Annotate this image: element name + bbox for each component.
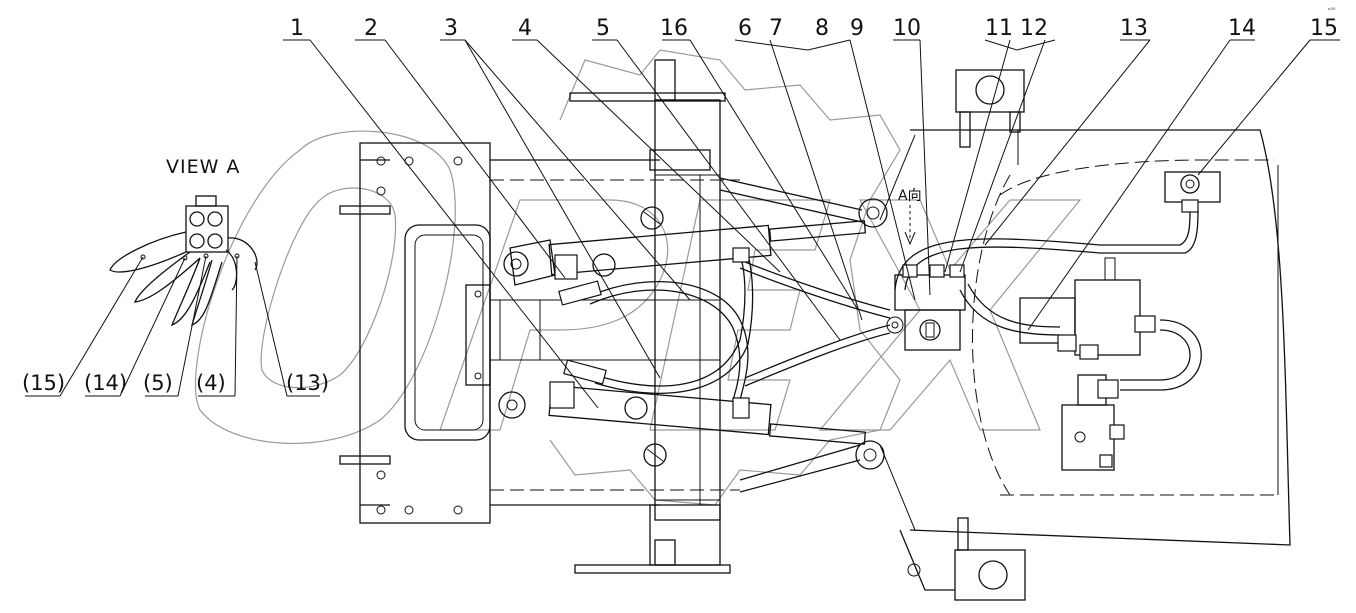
view-a-ref-13: (13) [286, 371, 329, 395]
callout-2: 2 [364, 16, 378, 41]
callout-14: 14 [1228, 16, 1256, 41]
callout-10: 10 [893, 16, 921, 41]
multi-way-valve [886, 264, 966, 351]
callout-7: 7 [769, 16, 783, 41]
a-direction-label: A向 [898, 188, 922, 204]
callout-13: 13 [1120, 16, 1148, 41]
callout-6: 6 [738, 16, 752, 41]
blade-assembly [719, 69, 1291, 601]
view-a-ref-15: (15) [22, 371, 65, 395]
cylinder-lower [498, 381, 885, 470]
callout-15: 15 [1310, 16, 1338, 41]
callout-1: 1 [290, 16, 304, 41]
hose-routing [558, 209, 1202, 419]
view-a-detail: VIEW A [109, 156, 258, 327]
view-a-ref-14: (14) [84, 371, 127, 395]
corner-mark: ᵖ⁰⁰ [1328, 7, 1336, 14]
callout-11: 11 [985, 16, 1013, 41]
view-a-ref-5: (5) [143, 371, 173, 395]
cylinder-upper [503, 198, 888, 286]
callout-numbers: 1 2 3 4 5 16 6 7 8 9 10 11 12 13 14 15 [290, 16, 1338, 41]
leader-lines [25, 39, 1340, 409]
callout-3: 3 [444, 16, 458, 41]
view-a-title: VIEW A [166, 156, 240, 178]
view-a-callouts: (15) (14) (5) (4) (13) [22, 371, 329, 395]
callout-5: 5 [596, 16, 610, 41]
quick-coupler-valve [1164, 171, 1221, 213]
callout-9: 9 [850, 16, 864, 41]
callout-12: 12 [1020, 16, 1048, 41]
valve-block-lower [1061, 374, 1125, 471]
view-a-arrow: A向 [898, 188, 922, 246]
callout-16: 16 [660, 16, 688, 41]
watermark-logo [195, 49, 1082, 506]
main-frame [339, 59, 740, 574]
callout-4: 4 [518, 16, 532, 41]
callout-8: 8 [815, 16, 829, 41]
valve-block-upper [1019, 257, 1156, 360]
view-a-ref-4: (4) [196, 371, 226, 395]
